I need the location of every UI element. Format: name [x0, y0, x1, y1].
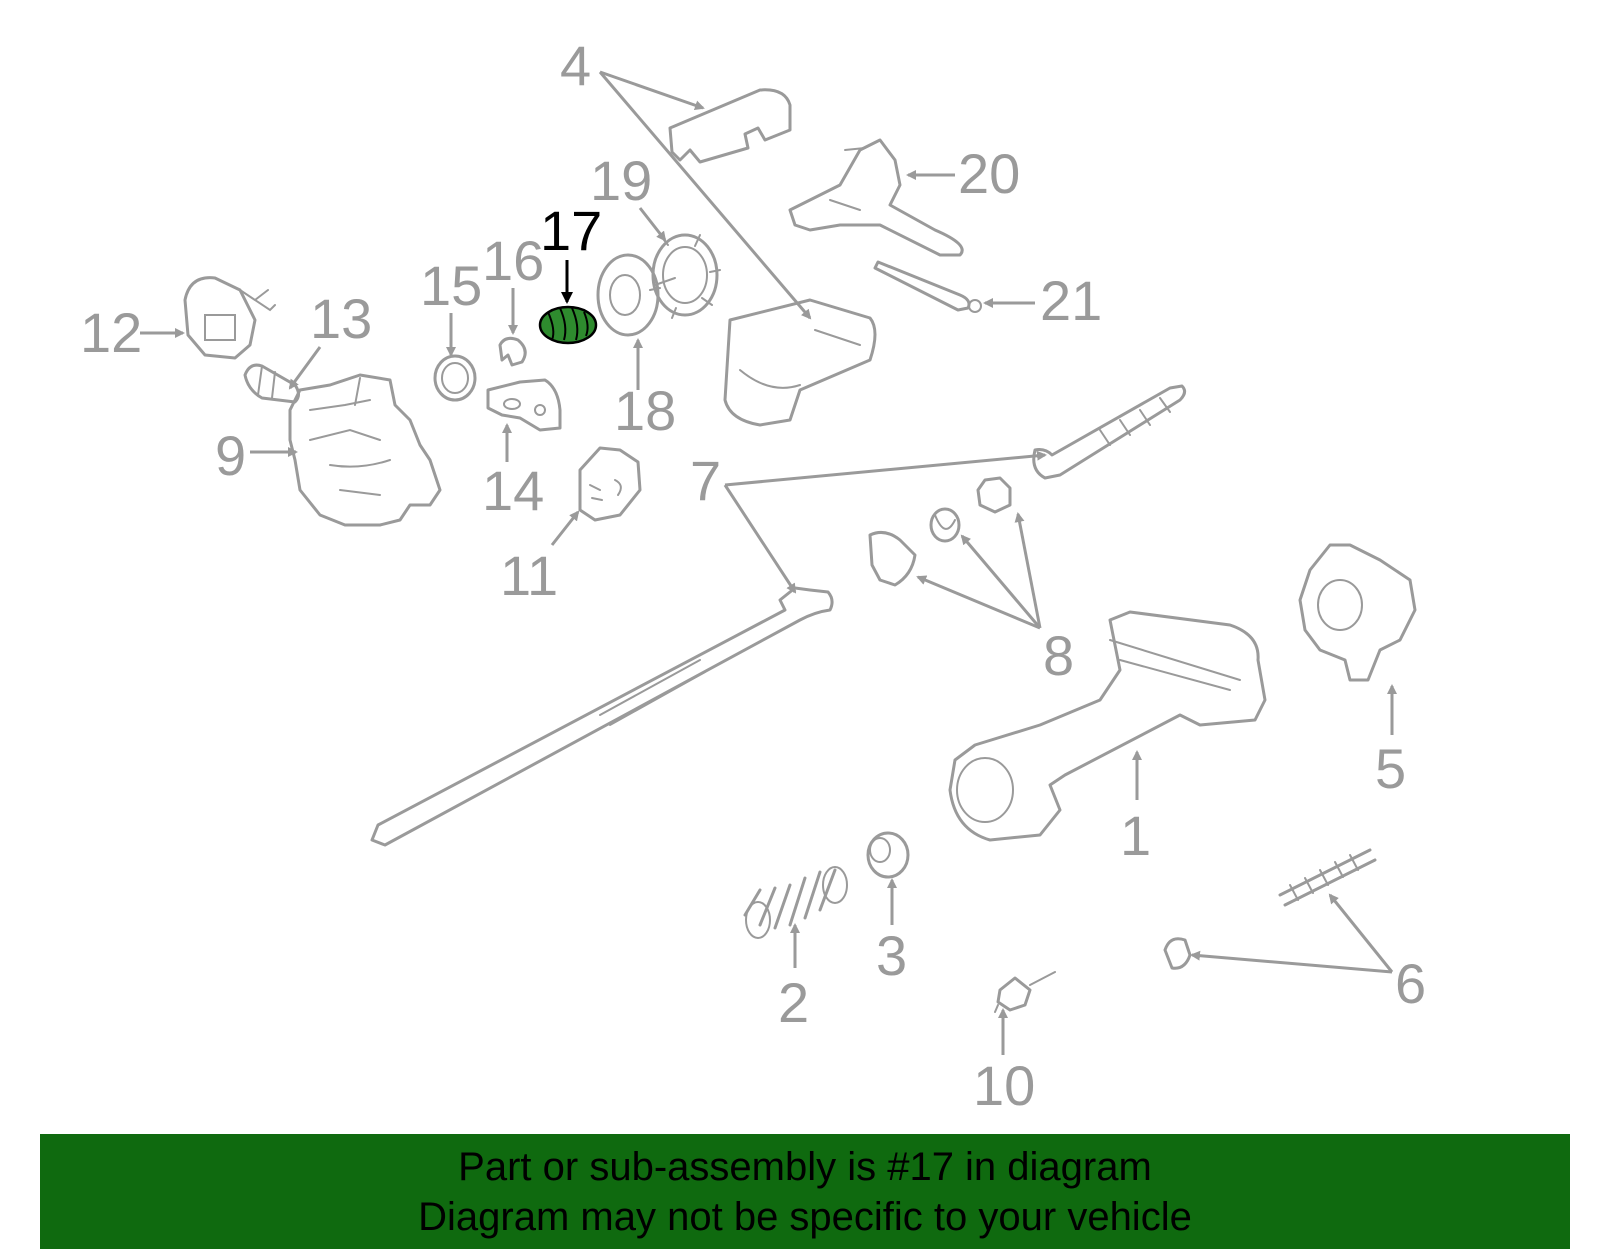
label-14: 14 [482, 459, 544, 522]
label-7: 7 [690, 449, 721, 512]
label-5: 5 [1375, 737, 1406, 800]
label-17: 17 [540, 199, 602, 262]
part-19-gear [649, 233, 721, 319]
label-20: 20 [958, 142, 1020, 205]
part-21-rod [873, 260, 982, 313]
part-13-cylinder [243, 363, 300, 404]
label-11: 11 [500, 544, 558, 607]
part-4-upper-cover [668, 88, 877, 427]
part-labels: 4 20 21 19 18 17 16 15 14 11 12 13 9 7 8… [80, 34, 1426, 1117]
part-6-spring-bushing [1163, 848, 1377, 970]
label-10: 10 [973, 1054, 1035, 1117]
leader-lines [140, 70, 1397, 1055]
part-8-small-parts [868, 476, 1012, 587]
label-15: 15 [420, 254, 482, 317]
label-12: 12 [80, 301, 142, 364]
label-13: 13 [310, 287, 372, 350]
part-16-clip [498, 336, 527, 367]
banner-line-2: Diagram may not be specific to your vehi… [418, 1195, 1192, 1239]
part-2-spring [743, 866, 848, 939]
part-12-lock-cylinder [183, 276, 276, 360]
label-8: 8 [1043, 624, 1074, 687]
part-15-ring [433, 354, 477, 402]
part-20-switch [788, 138, 964, 257]
label-3: 3 [876, 924, 907, 987]
part-11-switch-block [578, 446, 642, 522]
part-17-spring-highlighted [538, 305, 598, 345]
part-1-column-jacket [948, 610, 1267, 842]
label-4: 4 [560, 34, 591, 97]
label-18: 18 [614, 379, 676, 442]
label-9: 9 [215, 424, 246, 487]
part-10-small-switch [994, 971, 1056, 1013]
part-5-housing-right [1298, 543, 1417, 682]
label-16: 16 [482, 229, 544, 292]
label-1: 1 [1120, 804, 1151, 867]
part-14-bracket [486, 378, 562, 432]
label-6: 6 [1395, 952, 1426, 1015]
part-18-plate [596, 253, 676, 337]
part-3-bushing [866, 831, 910, 879]
banner-line-1: Part or sub-assembly is #17 in diagram [458, 1145, 1152, 1189]
info-banner: Part or sub-assembly is #17 in diagram D… [40, 1134, 1570, 1249]
label-19: 19 [590, 149, 652, 212]
label-21: 21 [1040, 269, 1102, 332]
part-7-shafts [370, 384, 1187, 847]
label-2: 2 [778, 971, 809, 1034]
part-9-housing [288, 373, 442, 527]
